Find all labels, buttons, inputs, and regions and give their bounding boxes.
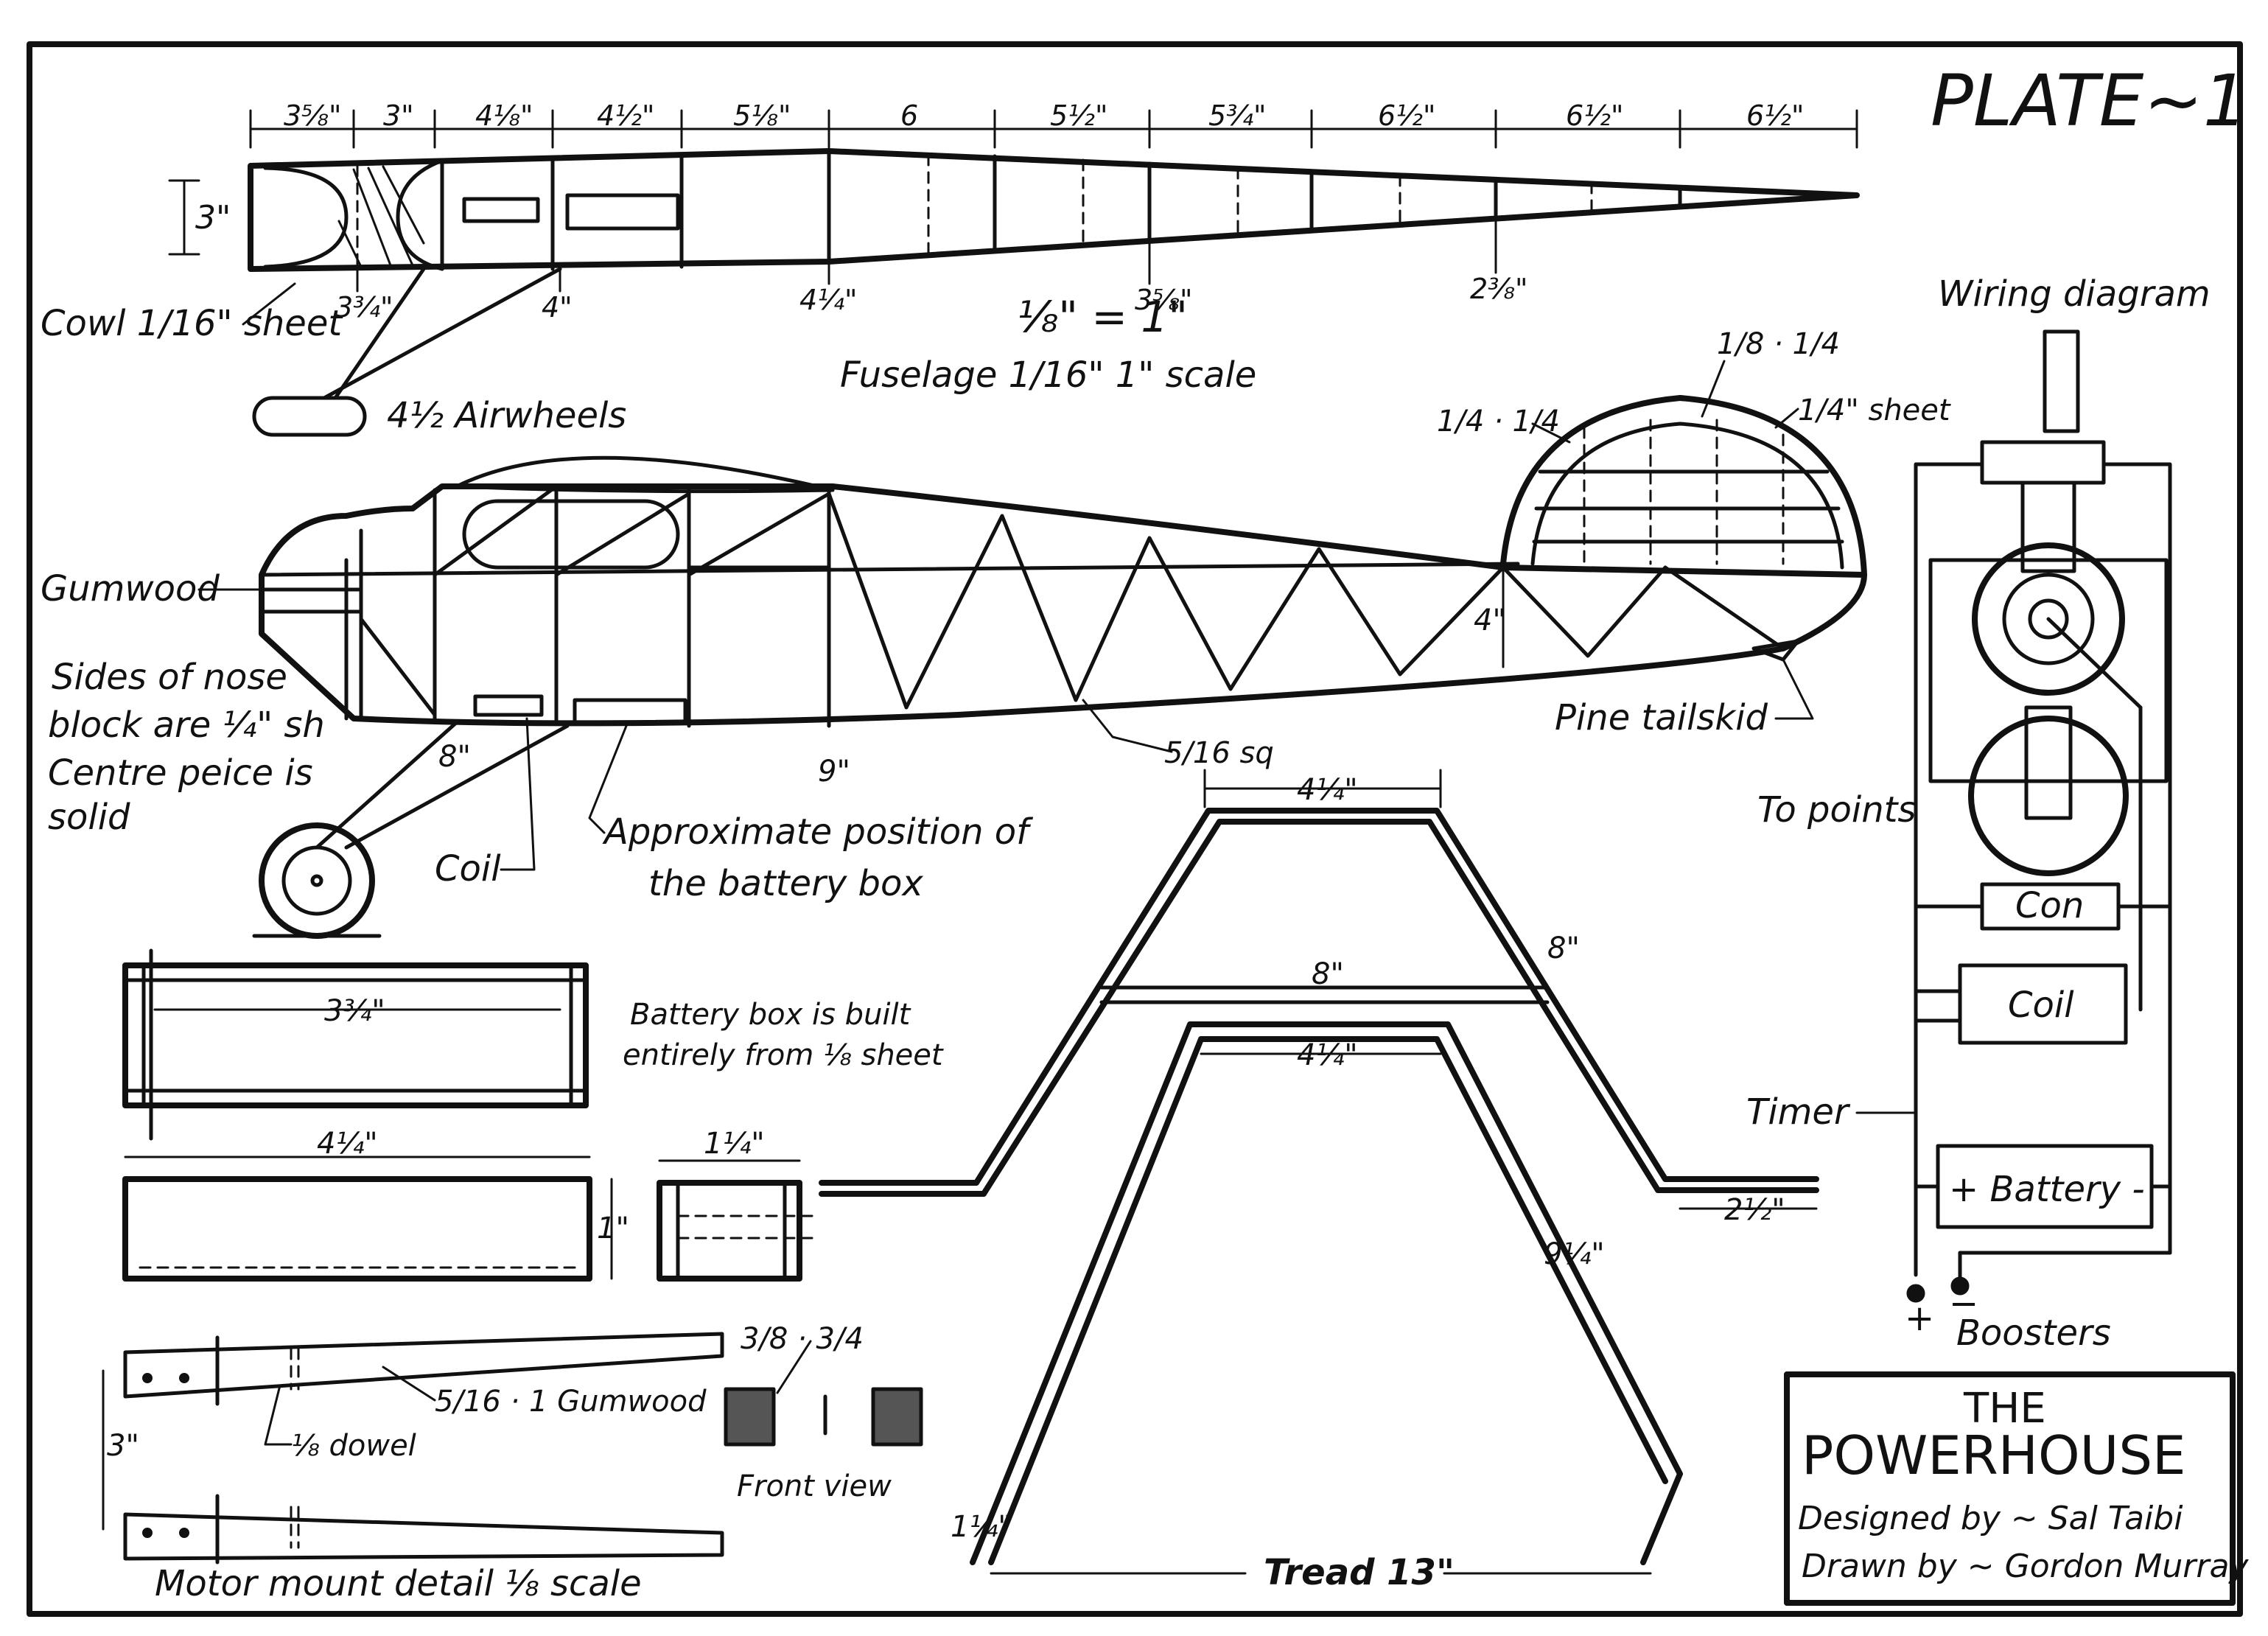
fuselage-height-dim: 3" xyxy=(195,199,231,237)
ucar-foot: 2½" xyxy=(1724,1193,1785,1227)
ucar-cross-width: 8" xyxy=(1312,957,1344,991)
station-dim-7: 5½" xyxy=(1050,99,1108,132)
title-line-1: THE xyxy=(1963,1385,2046,1433)
ucar-tread: Tread 13" xyxy=(1264,1552,1455,1593)
fuselage-top-view: 3⅝" 3" 4⅛" 4½" 5⅛" 6 5½" 5¾" 6½" 6½" 6½" xyxy=(168,99,1860,324)
motor-dim-3: 3" xyxy=(107,1429,139,1463)
airwheel-top xyxy=(252,396,367,437)
wiring-diagram: Wiring diagram To points Con Coil Timer xyxy=(1746,273,2211,1354)
scale-note: ⅛" = 1" xyxy=(1017,292,1188,342)
to-points-label: To points xyxy=(1757,789,1916,831)
cowl-label: Cowl 1/16" sheet xyxy=(41,303,343,344)
airwheels-label: 4½ Airwheels xyxy=(387,395,626,436)
undercarriage-detail: 4¼" 8" 8" 4¼" 2½" 9¼" 1¼" Tread 13" xyxy=(819,769,1819,1593)
wiring-title: Wiring diagram xyxy=(1938,273,2211,315)
ucar-top-width: 4¼" xyxy=(1297,773,1358,807)
ucar-leg-outer: 8" xyxy=(1547,931,1580,965)
battery-position-1: Approximate position of xyxy=(602,811,1033,853)
plus-terminal: + xyxy=(1905,1298,1934,1339)
motor-mount-caption: Motor mount detail ⅛ scale xyxy=(155,1563,642,1604)
front-dims: 3/8 · 3/4 xyxy=(741,1322,864,1356)
nose-note-3: Centre peice is xyxy=(48,752,313,794)
nose-note-4: solid xyxy=(48,797,130,838)
nose-note-2: block are ¼" sh xyxy=(48,705,325,746)
battery-note-1: Battery box is built xyxy=(630,998,911,1032)
dim-8-side: 8" xyxy=(438,740,471,774)
battery-position-2: the battery box xyxy=(648,863,923,904)
boosters-label: Boosters xyxy=(1956,1312,2111,1354)
battery-dim-length: 4¼" xyxy=(317,1127,378,1161)
tailskid-label: Pine tailskid xyxy=(1555,697,1768,738)
station-dim-11: 6½" xyxy=(1746,99,1805,132)
gumwood-label: Gumwood xyxy=(41,568,220,609)
motor-mount-detail: 3" 5/16 · 1 Gumwood ⅛ dowel 3/8 · 3/4 Fr… xyxy=(102,1322,923,1604)
depth-dim-3: 4¼" xyxy=(799,284,858,316)
plate-border xyxy=(27,41,2243,1617)
battery-dim-inner: 3¾" xyxy=(324,994,385,1028)
battery-dim-height: 1" xyxy=(597,1212,629,1245)
timer-label: Timer xyxy=(1746,1091,1851,1133)
rib-label-2: 1/4 · 1/4 xyxy=(1437,405,1560,438)
battery-note-2: entirely from ⅛ sheet xyxy=(623,1038,944,1072)
depth-dim-1: 3¾" xyxy=(335,291,393,324)
depth-dim-5: 2⅜" xyxy=(1470,273,1528,305)
title-line-3: Designed by ~ Sal Taibi xyxy=(1798,1500,2183,1537)
landing-wheel xyxy=(259,822,375,939)
depth-dim-2: 4" xyxy=(542,291,573,324)
dim-9-side: 9" xyxy=(818,755,850,789)
dim-4-side: 4" xyxy=(1474,604,1506,637)
rib-label-1: 1/8 · 1/4 xyxy=(1717,327,1840,361)
sq-label: 5/16 sq xyxy=(1164,736,1274,770)
station-dim-4: 4½" xyxy=(597,99,655,132)
title-line-2: POWERHOUSE xyxy=(1802,1424,2186,1486)
battery-dim-end: 1¼" xyxy=(704,1127,765,1161)
nose-note-1: Sides of nose xyxy=(52,657,287,698)
title-block: THE POWERHOUSE Designed by ~ Sal Taibi D… xyxy=(1784,1371,2249,1606)
station-dim-5: 5⅛" xyxy=(733,99,791,132)
station-dim-9: 6½" xyxy=(1378,99,1436,132)
station-dim-1: 3⅝" xyxy=(284,99,342,132)
front-view-label: Front view xyxy=(737,1469,892,1503)
battery-label: + Battery - xyxy=(1949,1169,2145,1210)
ucar-inner-width: 4¼" xyxy=(1297,1038,1358,1072)
coil-label-side: Coil xyxy=(435,848,501,889)
plate-label: PLATE~1 xyxy=(1931,60,2248,142)
station-dim-8: 5¾" xyxy=(1208,99,1267,132)
minus-terminal: − xyxy=(1949,1283,1978,1324)
title-line-4: Drawn by ~ Gordon Murray xyxy=(1802,1548,2249,1585)
fuselage-scale-caption: Fuselage 1/16" 1" scale xyxy=(840,354,1256,396)
station-dim-2: 3" xyxy=(383,99,414,132)
depth-dim-4: 3⅝" xyxy=(1135,284,1193,316)
coil-label-wiring: Coil xyxy=(2008,985,2074,1026)
fuselage-side-view xyxy=(252,395,1867,939)
sheet-label: 1/4" sheet xyxy=(1798,394,1951,427)
station-dim-10: 6½" xyxy=(1566,99,1624,132)
ucar-leg-inner: 9¼" xyxy=(1544,1237,1605,1271)
station-dim-6: 6 xyxy=(900,99,918,132)
con-label: Con xyxy=(2015,885,2084,926)
dowel-label: ⅛ dowel xyxy=(291,1429,416,1463)
ucar-toe: 1¼" xyxy=(951,1510,1012,1544)
station-dim-3: 4⅛" xyxy=(475,99,533,132)
motor-gumwood-label: 5/16 · 1 Gumwood xyxy=(435,1385,707,1419)
battery-box-detail: 3¾" Battery box is built entirely from ⅛… xyxy=(122,948,944,1282)
